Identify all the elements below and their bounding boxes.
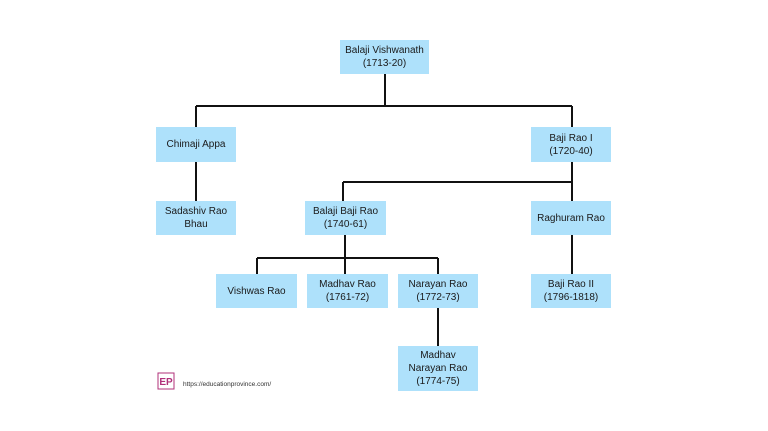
node-baji-rao-1: Baji Rao I(1720-40) xyxy=(531,127,611,162)
node-narayan-rao: Narayan Rao(1772-73) xyxy=(398,274,478,308)
node-baji-rao-2: Baji Rao II(1796-1818) xyxy=(531,274,611,308)
education-province-logo-icon: EP xyxy=(157,372,175,390)
node-raghuram-rao: Raghuram Rao xyxy=(531,201,611,235)
node-balaji-vishwanath: Balaji Vishwanath(1713-20) xyxy=(340,40,429,74)
node-madhav-rao: Madhav Rao(1761-72) xyxy=(307,274,388,308)
logo-text: EP xyxy=(159,377,173,388)
node-vishwas-rao: Vishwas Rao xyxy=(216,274,297,308)
node-chimaji-appa: Chimaji Appa xyxy=(156,127,236,162)
watermark-url: https://educationprovince.com/ xyxy=(183,381,272,388)
node-balaji-baji-rao: Balaji Baji Rao(1740-61) xyxy=(305,201,386,235)
